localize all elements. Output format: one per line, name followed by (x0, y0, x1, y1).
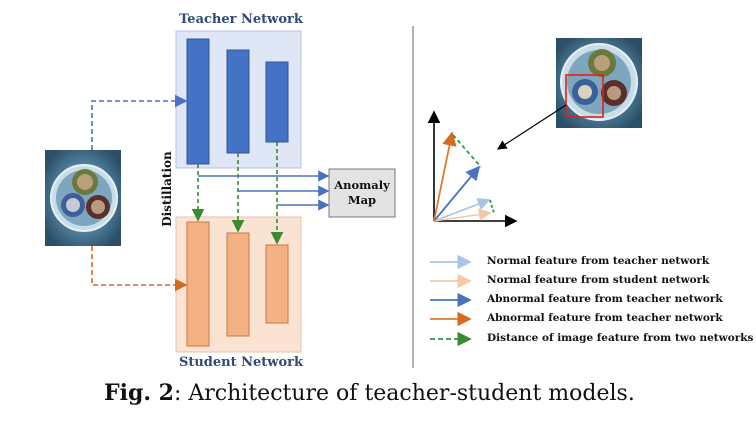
distance-abnormal (452, 134, 482, 168)
legend-label-4: Abnormal feature from teacher network (487, 312, 723, 324)
abnormal-teacher-vector (433, 165, 481, 222)
pointer-arrow (496, 104, 567, 150)
abnormal-student-vector (433, 131, 457, 222)
student-block-1 (186, 221, 210, 347)
student-network-title: Student Network (178, 355, 304, 370)
legend-label-1: Normal feature from teacher network (487, 255, 710, 267)
legend-label-2: Normal feature from student network (487, 274, 710, 286)
student-block-2 (226, 232, 250, 337)
teacher-network-title: Teacher Network (179, 12, 303, 27)
caption-text: : Architecture of teacher-student models… (174, 381, 635, 406)
input-to-teacher-arrow (91, 94, 188, 150)
caption-prefix: Fig. 2 (104, 380, 174, 406)
student-block-3 (265, 244, 289, 324)
input-image (45, 150, 121, 246)
legend-label-5: Distance of image feature from two netwo… (487, 332, 754, 344)
anomaly-highlight-box (565, 74, 604, 118)
anomaly-map-line2: Map (347, 193, 377, 207)
distance-normal (489, 199, 495, 214)
anomaly-image (556, 38, 642, 128)
legend-label-3: Abnormal feature from teacher network (487, 293, 723, 305)
anomaly-map-label: Anomaly Map (329, 178, 395, 208)
normal-student-vector (433, 208, 492, 222)
input-to-student-arrow (91, 246, 188, 292)
anomaly-map-box (328, 168, 396, 218)
teacher-block-2 (226, 49, 250, 154)
teacher-block-3 (265, 61, 289, 143)
teacher-block-1 (186, 38, 210, 165)
anomaly-map-line1: Anomaly (334, 178, 390, 192)
figure-caption: Fig. 2: Architecture of teacher-student … (104, 380, 635, 406)
distillation-label: Distillation (160, 151, 174, 227)
normal-teacher-vector (433, 198, 491, 222)
